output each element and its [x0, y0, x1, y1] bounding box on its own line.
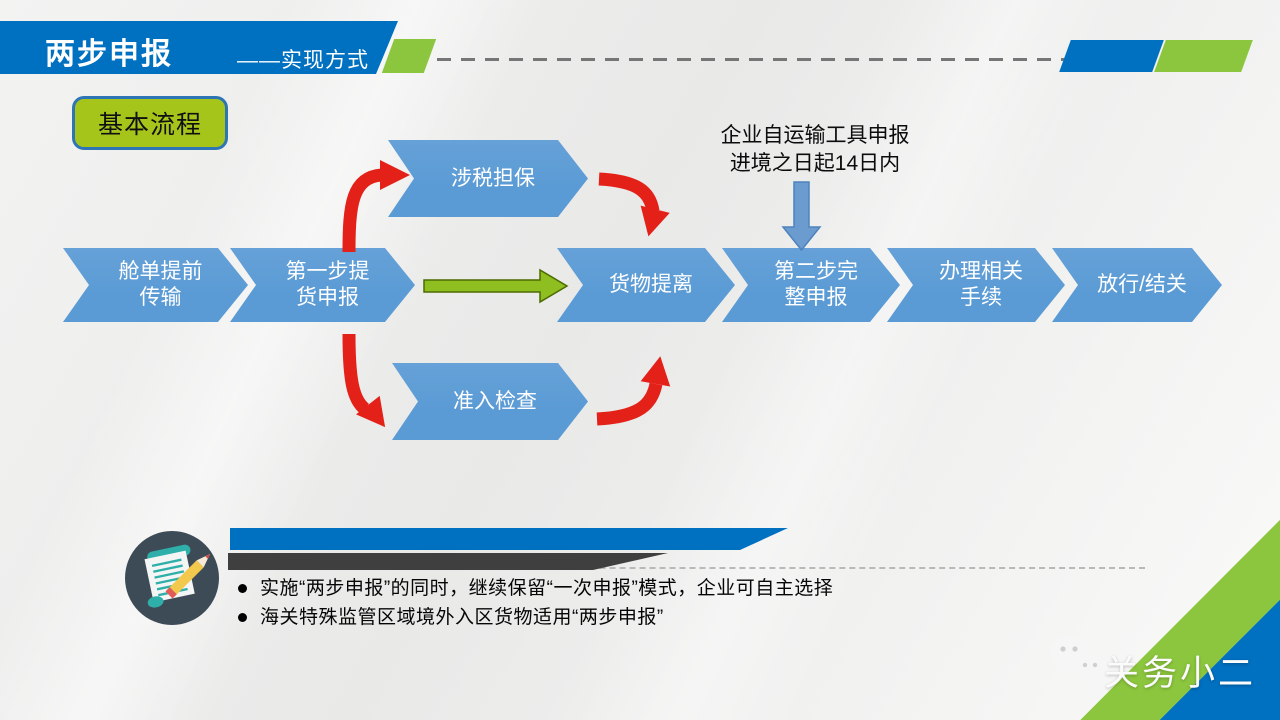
flow-step-cargo-release: 货物提离: [557, 248, 735, 322]
red-curve-upright-arrow-icon: [596, 356, 671, 426]
wechat-icon: [1050, 636, 1105, 686]
flow-step-second-declare: 第二步完 整申报: [722, 248, 900, 322]
green-arrow-icon: [423, 268, 569, 304]
blue-down-arrow-icon: [781, 181, 822, 252]
red-curve-down-arrow-icon: [598, 172, 670, 237]
notes-list: 实施“两步申报”的同时，继续保留“一次申报”模式，企业可自主选择 海关特殊监管区…: [234, 574, 994, 632]
note-bullet-2: 海关特殊监管区域境外入区货物适用“两步申报”: [234, 603, 994, 632]
page-title: 两步申报: [45, 38, 173, 71]
flow-step-manifest-transmit: 舱单提前 传输: [63, 248, 248, 322]
red-curve-downleft-arrow-icon: [342, 333, 386, 428]
page-subtitle: ——实现方式: [237, 49, 369, 72]
brand-name: 关务小二: [1104, 654, 1257, 693]
title-bar: 两步申报 ——实现方式: [0, 21, 398, 74]
header-green-parallelogram: [381, 39, 437, 73]
annotation-14-days: 企业自运输工具申报 进境之日起14日内: [720, 124, 910, 175]
header-right-green-parallelogram: [1154, 40, 1253, 72]
scroll-pencil-icon: [125, 531, 219, 625]
blue-banner: [230, 528, 788, 550]
flow-branch-tax-guarantee: 涉税担保: [388, 140, 588, 217]
header-dashed-line: [437, 58, 1067, 61]
header-right-blue-parallelogram: [1059, 40, 1164, 72]
note-bullet-1: 实施“两步申报”的同时，继续保留“一次申报”模式，企业可自主选择: [234, 574, 994, 603]
flow-step-procedures: 办理相关 手续: [887, 248, 1065, 322]
dark-banner: [228, 553, 668, 570]
flow-step-clearance: 放行/结关: [1052, 248, 1222, 322]
flow-step-first-declare: 第一步提 货申报: [230, 248, 415, 322]
section-badge: 基本流程: [72, 96, 228, 150]
flow-branch-admission-check: 准入检查: [392, 363, 588, 440]
